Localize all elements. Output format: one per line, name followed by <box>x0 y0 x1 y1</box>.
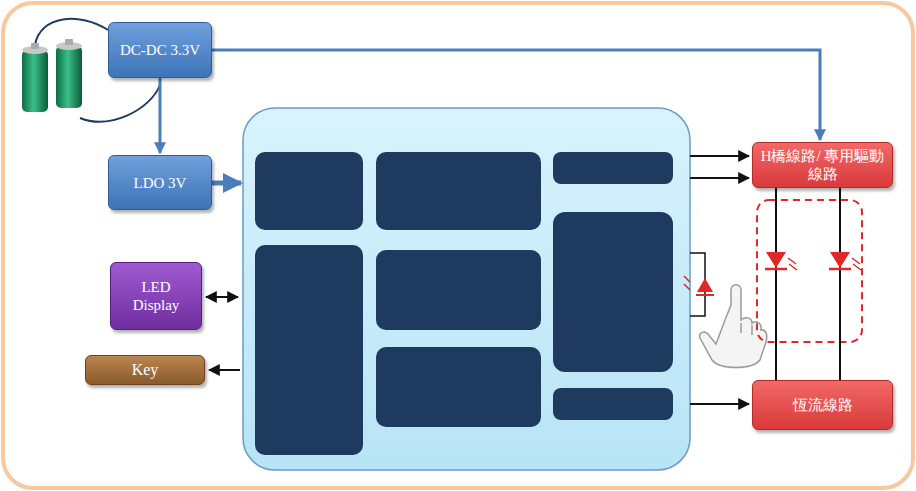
bus-arrow <box>206 296 238 298</box>
box-label: Key <box>132 360 159 379</box>
mcu-region <box>243 108 690 470</box>
regulator-box: LDO 3V <box>108 155 212 210</box>
signal-arrow <box>690 403 749 405</box>
box-label: LED Display <box>117 278 195 314</box>
battery-wire <box>80 85 160 122</box>
outer-frame <box>3 3 913 488</box>
battery-illustration <box>22 39 82 112</box>
connector <box>212 50 820 140</box>
connector <box>159 78 162 153</box>
current-box: 恆流線路 <box>752 380 893 430</box>
box-label: DC-DC 3.3V <box>120 41 200 59</box>
led-group-outline <box>757 200 862 342</box>
box-label: H橋線路/ 專用驅動線路 <box>759 147 886 183</box>
box-label: 恆流線路 <box>793 396 853 414</box>
signal-arrow <box>690 155 749 157</box>
display-box: LED Display <box>110 262 202 330</box>
power-box: DC-DC 3.3V <box>108 22 212 78</box>
connector <box>839 188 841 380</box>
signal-arrow <box>690 177 749 179</box>
battery-wire <box>35 19 108 45</box>
power-arrow <box>212 181 241 186</box>
key-box: Key <box>85 355 205 385</box>
mcu-blocks <box>255 152 673 455</box>
driver-box: H橋線路/ 專用驅動線路 <box>752 142 893 188</box>
touch-led <box>684 253 714 316</box>
led-symbol <box>829 252 861 270</box>
led-symbol <box>765 252 797 270</box>
box-label: LDO 3V <box>134 174 187 192</box>
connector <box>775 188 777 380</box>
signal-arrow <box>209 369 240 371</box>
